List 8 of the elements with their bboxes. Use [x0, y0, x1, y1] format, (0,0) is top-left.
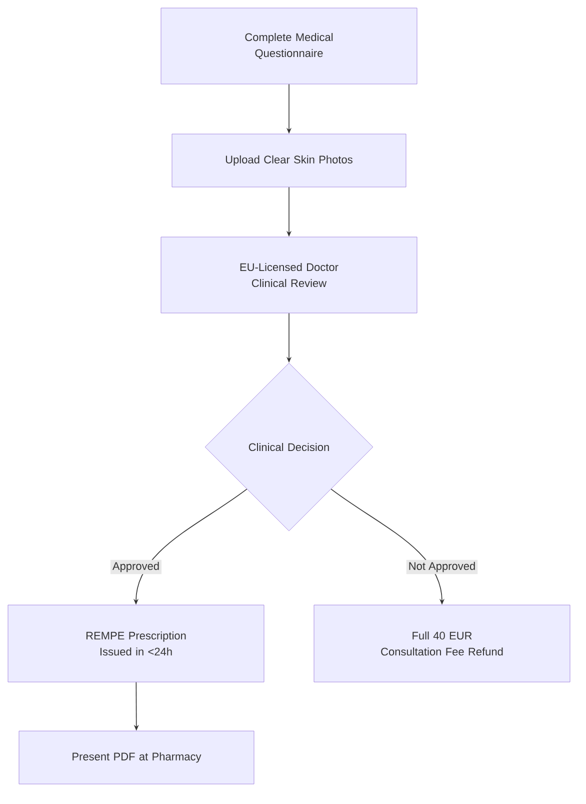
process-box: Upload Clear Skin Photos — [172, 134, 406, 188]
process-box: EU-Licensed Doctor Clinical Review — [160, 236, 418, 314]
edge-label: Not Approved — [406, 560, 478, 574]
edge-label: Approved — [110, 560, 162, 574]
process-box: Present PDF at Pharmacy — [18, 730, 254, 784]
process-box: REMPE Prescription Issued in <24h — [8, 604, 264, 682]
process-box: Complete Medical Questionnaire — [160, 8, 418, 84]
process-box: Full 40 EUR Consultation Fee Refund — [314, 604, 570, 682]
